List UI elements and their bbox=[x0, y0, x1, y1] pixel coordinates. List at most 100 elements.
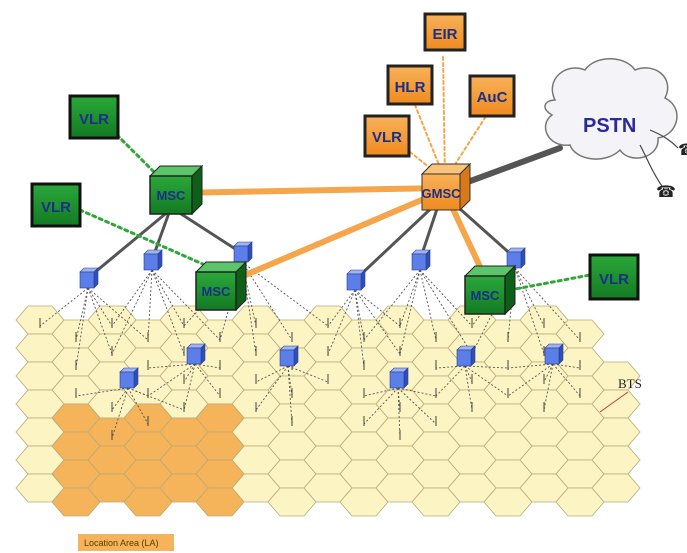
bsc-cube bbox=[143, 249, 163, 271]
radio-link bbox=[147, 363, 196, 397]
radio-link bbox=[543, 363, 554, 383]
cell-grid bbox=[15, 305, 641, 517]
eir-box: EIR bbox=[423, 12, 467, 52]
radio-link bbox=[87, 287, 113, 327]
radio-link bbox=[354, 289, 365, 341]
bsc-cube bbox=[279, 345, 299, 367]
bts-label: BTS bbox=[618, 376, 642, 391]
hex-cell bbox=[591, 473, 641, 503]
radio-link bbox=[464, 365, 509, 369]
radio-link bbox=[241, 261, 257, 355]
radio-link bbox=[399, 269, 421, 327]
radio-link bbox=[397, 387, 401, 439]
hlr-box: HLR bbox=[386, 64, 434, 106]
vlr-left-mid-label: VLR bbox=[41, 199, 71, 216]
radio-link bbox=[327, 289, 356, 327]
radio-link bbox=[75, 287, 89, 369]
radio-link bbox=[111, 269, 153, 355]
radio-link bbox=[241, 261, 257, 327]
radio-link bbox=[419, 269, 473, 355]
radio-link bbox=[127, 387, 149, 425]
radio-link bbox=[514, 267, 545, 355]
radio-link bbox=[151, 269, 185, 355]
radio-link bbox=[151, 269, 221, 341]
telephone-icon: ☎ bbox=[656, 184, 676, 201]
hex-cell bbox=[195, 487, 245, 517]
radio-link bbox=[87, 287, 149, 341]
radio-link bbox=[241, 261, 293, 341]
msc-left-mid-label: MSC bbox=[202, 284, 232, 299]
radio-link bbox=[151, 269, 185, 327]
location-area-cells bbox=[51, 403, 245, 517]
radio-link bbox=[464, 365, 473, 383]
radio-link bbox=[464, 365, 473, 411]
bsc-cube bbox=[119, 367, 139, 389]
telephone-lines bbox=[639, 129, 679, 187]
radio-link bbox=[75, 387, 129, 397]
msc-right-node: MSC bbox=[463, 264, 517, 316]
bsc-cube bbox=[389, 367, 409, 389]
radio-link bbox=[397, 387, 437, 397]
radio-link bbox=[287, 365, 293, 425]
radio-link bbox=[75, 287, 89, 341]
radio-link bbox=[514, 267, 545, 327]
msc-left-top-node: MSC bbox=[148, 164, 204, 216]
bsc-cube bbox=[186, 343, 206, 365]
vlr-core-box: VLR bbox=[363, 114, 411, 158]
radio-link bbox=[327, 289, 356, 355]
auc-box: AuC bbox=[468, 74, 516, 118]
radio-link bbox=[194, 363, 221, 397]
hlr-label: HLR bbox=[395, 79, 426, 96]
gmsc-node: GMSC bbox=[420, 162, 472, 212]
bts-pointer-line bbox=[599, 391, 629, 413]
radio-link bbox=[363, 269, 421, 341]
radio-link bbox=[354, 289, 401, 327]
radio-link bbox=[464, 365, 509, 397]
vlr-left-top-label: VLR bbox=[79, 111, 109, 128]
auc-label: AuC bbox=[477, 89, 508, 106]
radio-link bbox=[507, 363, 554, 397]
vlr-right-label: VLR bbox=[599, 271, 629, 288]
vlr-left-mid-box: VLR bbox=[30, 182, 82, 228]
radio-link bbox=[397, 387, 437, 425]
radio-link bbox=[183, 363, 196, 383]
radio-link bbox=[435, 365, 466, 369]
radio-link bbox=[354, 289, 401, 355]
radio-link bbox=[435, 365, 466, 397]
radio-link bbox=[255, 365, 289, 411]
radio-link bbox=[255, 365, 289, 383]
bsc-cube bbox=[411, 249, 431, 271]
radio-link bbox=[419, 269, 473, 327]
gmsc-label: GMSC bbox=[422, 186, 462, 201]
pstn-cloud: PSTN bbox=[544, 58, 678, 160]
bsc-cube bbox=[233, 241, 253, 263]
pstn-label: PSTN bbox=[583, 115, 636, 137]
vlr-core-label: VLR bbox=[372, 129, 402, 146]
bsc-cube bbox=[346, 269, 366, 291]
msc-left-mid-node: MSC bbox=[194, 260, 248, 312]
radio-link bbox=[111, 387, 129, 411]
location-area-legend: Location Area (LA) bbox=[78, 534, 174, 551]
radio-link bbox=[552, 363, 581, 397]
radio-link bbox=[363, 387, 399, 397]
radio-link bbox=[552, 363, 581, 369]
radio-link bbox=[111, 269, 153, 327]
radio-link bbox=[507, 363, 554, 369]
vlr-left-top-box: VLR bbox=[68, 94, 120, 140]
bsc-cube bbox=[506, 247, 526, 269]
vlr-right-box: VLR bbox=[588, 253, 640, 301]
radio-link bbox=[514, 267, 581, 341]
eir-label: EIR bbox=[432, 26, 457, 43]
bsc-cubes bbox=[79, 241, 564, 389]
bsc-cube bbox=[456, 345, 476, 367]
radio-link bbox=[363, 387, 399, 425]
radio-link bbox=[287, 365, 329, 383]
bsc-cube bbox=[544, 343, 564, 365]
bsc-cube bbox=[79, 267, 99, 289]
radio-link bbox=[354, 289, 365, 369]
msc-left-top-label: MSC bbox=[157, 188, 187, 203]
telephone-icon: ☎ bbox=[678, 142, 687, 159]
radio-link bbox=[194, 363, 221, 369]
msc-right-label: MSC bbox=[471, 288, 501, 303]
